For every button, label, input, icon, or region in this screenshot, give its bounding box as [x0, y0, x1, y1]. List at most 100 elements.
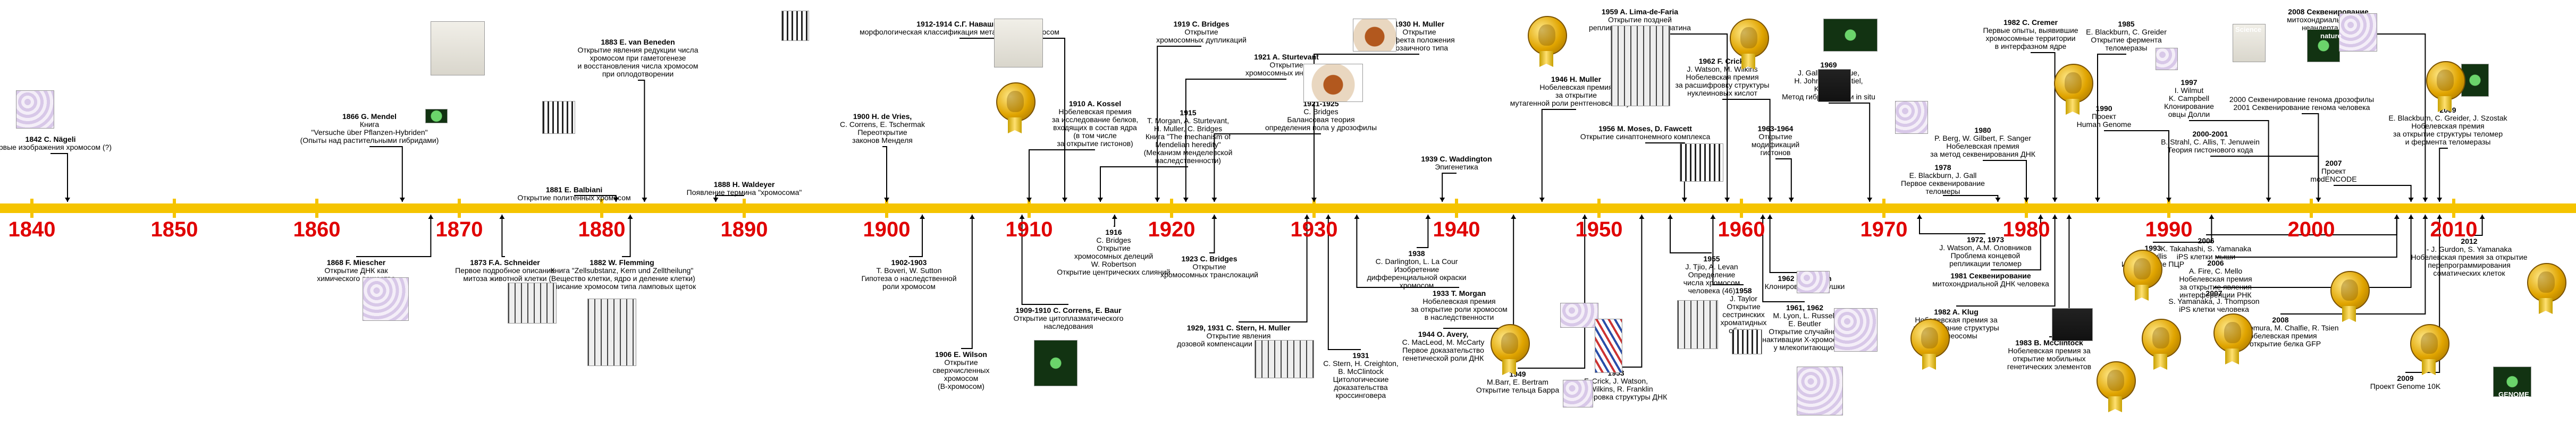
dolly-image [2156, 48, 2178, 70]
event-text-line: Клонирование [2164, 102, 2214, 110]
connector-line [1029, 149, 1095, 202]
nobel-medal-icon [2121, 250, 2162, 301]
connector-line [1214, 133, 1321, 202]
fly-eye-image [1353, 19, 1396, 52]
event-text-line: Проект Genome 10K [2370, 382, 2441, 390]
event-text-line: Эпигенетика [1435, 163, 1478, 171]
genome10k-image [2493, 367, 2531, 397]
event-text-line: хромосом [944, 374, 979, 382]
connector-line [2214, 215, 2412, 288]
connector-line [638, 80, 645, 202]
decade-tick [885, 199, 888, 218]
event-text-line: овцы Долли [2168, 110, 2210, 118]
connector-line [2334, 185, 2412, 202]
connector-line [2104, 130, 2169, 202]
event-heading: 1906 E. Wilson [935, 350, 987, 359]
event-heading: 1868 F. Miescher [326, 258, 386, 267]
event-text-line: Переоткрытие [857, 128, 907, 137]
event-text-line: в наследственности [1424, 313, 1494, 321]
event-text-line: Открытие [1758, 132, 1792, 141]
event-text-line: Нобелевская премия за открытие [2411, 253, 2528, 261]
connector-arrow [1311, 198, 1317, 202]
event-text-line: Открытие политенных хромосом [517, 193, 631, 202]
connector-line [1442, 173, 1457, 202]
decade-tick [1740, 199, 1743, 218]
event-heading: 2012 [2461, 237, 2478, 245]
event-text-line: генетической роли ДНК [1402, 354, 1484, 362]
connector-arrow [613, 198, 619, 202]
event-text-line: за открытие [1555, 91, 1597, 99]
event-text-line: Нобелевская премия [1686, 73, 1759, 81]
connector-arrow [2422, 198, 2428, 202]
event-heading: 1921 A. Sturtevant [1254, 53, 1319, 61]
event-heading: 2006 [2207, 259, 2224, 267]
connector-line [50, 153, 68, 202]
connector-arrow [627, 215, 633, 219]
event-heading: 1939 C. Waddington [1421, 155, 1492, 163]
decade-label: 1960 [1718, 218, 1765, 241]
flemming-drawings-image [587, 299, 636, 366]
event-heading: 1982 C. Cremer [2003, 18, 2058, 27]
nobel-medal-icon [1908, 319, 1950, 370]
event-heading: 1958 [1735, 286, 1752, 295]
decade-label: 1860 [293, 218, 341, 241]
event-heading: 1933 T. Morgan [1432, 289, 1486, 298]
connector-line [1712, 215, 1744, 285]
connector-line [1645, 142, 1685, 202]
event-text-line: (Опыты над растительными гибридами) [300, 136, 439, 144]
medal-disc [2527, 263, 2566, 302]
decade-label: 1880 [578, 218, 626, 241]
event-text-line: C. Darlington, L. La Cour [1375, 257, 1458, 266]
event-heading: 1915 [1180, 108, 1197, 117]
medal-disc [2410, 324, 2449, 363]
event-heading: 1910 A. Kossel [1068, 99, 1122, 108]
event-text-line: F. Crick, J. Watson, [1584, 377, 1648, 385]
event-text-line: Нобелевская премия [2179, 275, 2252, 283]
connector-arrow [1760, 215, 1766, 219]
event-heading: 1842 C. Nägeli [25, 135, 76, 143]
sister-chromatid-image [1732, 329, 1762, 354]
connector-arrow [2408, 215, 2414, 219]
event-text-line: генетических элементов [2007, 362, 2092, 371]
event-text-line: E. Beutler [1788, 319, 1821, 328]
medal-disc [2054, 64, 2093, 103]
connector-arrow [1354, 215, 1360, 219]
connector-line [1943, 195, 1999, 202]
event-text-line: в интерфазном ядре [1994, 42, 2067, 50]
event-text-line: B. McClintock [1338, 367, 1384, 376]
connector-arrow [2024, 198, 2029, 202]
event-text-line: Открытие ДНК как [324, 266, 388, 275]
frog-image [1797, 271, 1830, 293]
event-text-line: хроматидных [1720, 318, 1767, 327]
connector-line [909, 215, 923, 257]
medal-disc [2123, 250, 2162, 289]
connector-arrow [1155, 198, 1160, 202]
decade-tick [1882, 199, 1885, 218]
event-text-line: перепрограммирования [2428, 261, 2511, 269]
event-text-line: T. Boveri, W. Sutton [876, 266, 942, 275]
event-heading: 1969 [1820, 61, 1837, 69]
connector-line [1327, 215, 1361, 350]
event-text-line: митохондриальной ДНК человека [1932, 279, 2049, 288]
connector-arrow [1325, 215, 1331, 219]
event-text-line: соматических клеток [2433, 269, 2505, 277]
event-text-line: за метод секвенирования ДНК [1930, 150, 2035, 158]
event-text-line: эффекта положения [1384, 36, 1455, 44]
event-text-line: Нобелевская премия [1058, 107, 1132, 116]
event-text-line: Открытие фермента [2091, 36, 2162, 44]
event-text-line: "Versuche über Pflanzen-Hybriden" [311, 128, 428, 137]
event-text-line: Первое секвенирование [1901, 179, 1985, 188]
event-text-line: Первые опыты, выявившие [1983, 26, 2078, 35]
decade-label: 1930 [1290, 218, 1338, 241]
event-heading: 2008 [2272, 316, 2289, 324]
medal-ribbon [2066, 99, 2080, 115]
morgan-book-image [994, 19, 1043, 67]
